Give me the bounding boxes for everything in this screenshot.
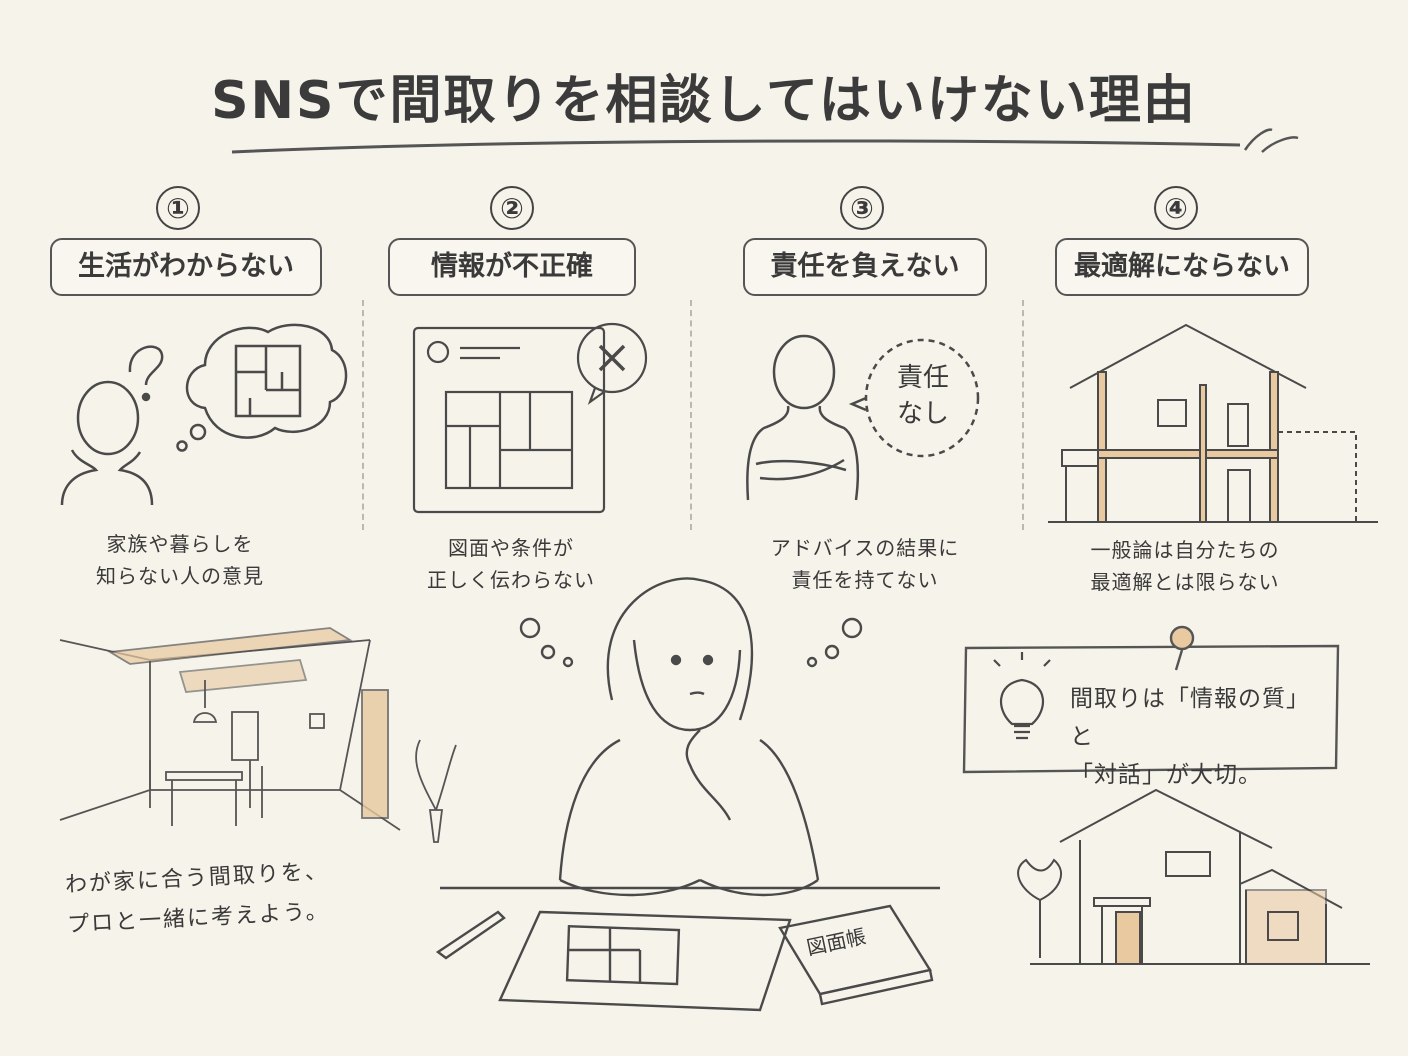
reason-1-caption-line1: 家族や暮らしを — [106, 532, 254, 556]
reason-3-number: ③ — [840, 186, 884, 230]
reason-3-heading: 責任を負えない — [743, 238, 987, 296]
notebook-label: 図面帳 — [804, 923, 869, 960]
reason-3-caption-line1: アドバイスの結果に — [770, 536, 960, 560]
reason-1-heading: 生活がわからない — [50, 238, 322, 296]
page-title: SNSで間取りを相談してはいけない理由 — [211, 71, 1197, 131]
reason-1-number: ① — [156, 186, 200, 230]
reason-2-caption-line2: 正しく伝わらない — [427, 568, 595, 592]
tip-line2: 「対話」が大切。 — [1070, 762, 1262, 788]
reason-2-number: ② — [490, 186, 534, 230]
reason-2-caption-line1: 図面や条件が — [448, 536, 574, 560]
column-divider — [1022, 300, 1024, 530]
column-divider — [362, 300, 364, 530]
no-responsibility-bubble-line1: 責任 — [896, 363, 949, 393]
reason-4-number: ④ — [1154, 186, 1198, 230]
reason-4-heading: 最適解にならない — [1055, 238, 1309, 296]
reason-3-caption-line2: 責任を持てない — [791, 568, 939, 592]
tip-line1: 間取りは「情報の質」と — [1070, 686, 1310, 750]
reason-1-caption-line2: 知らない人の意見 — [96, 564, 264, 588]
column-divider — [690, 300, 692, 530]
reason-2-heading: 情報が不正確 — [388, 238, 636, 296]
no-responsibility-bubble-line2: なし — [896, 399, 949, 429]
reason-4-caption-line2: 最適解とは限らない — [1090, 570, 1280, 594]
reason-4-caption-line1: 一般論は自分たちの — [1090, 538, 1280, 562]
